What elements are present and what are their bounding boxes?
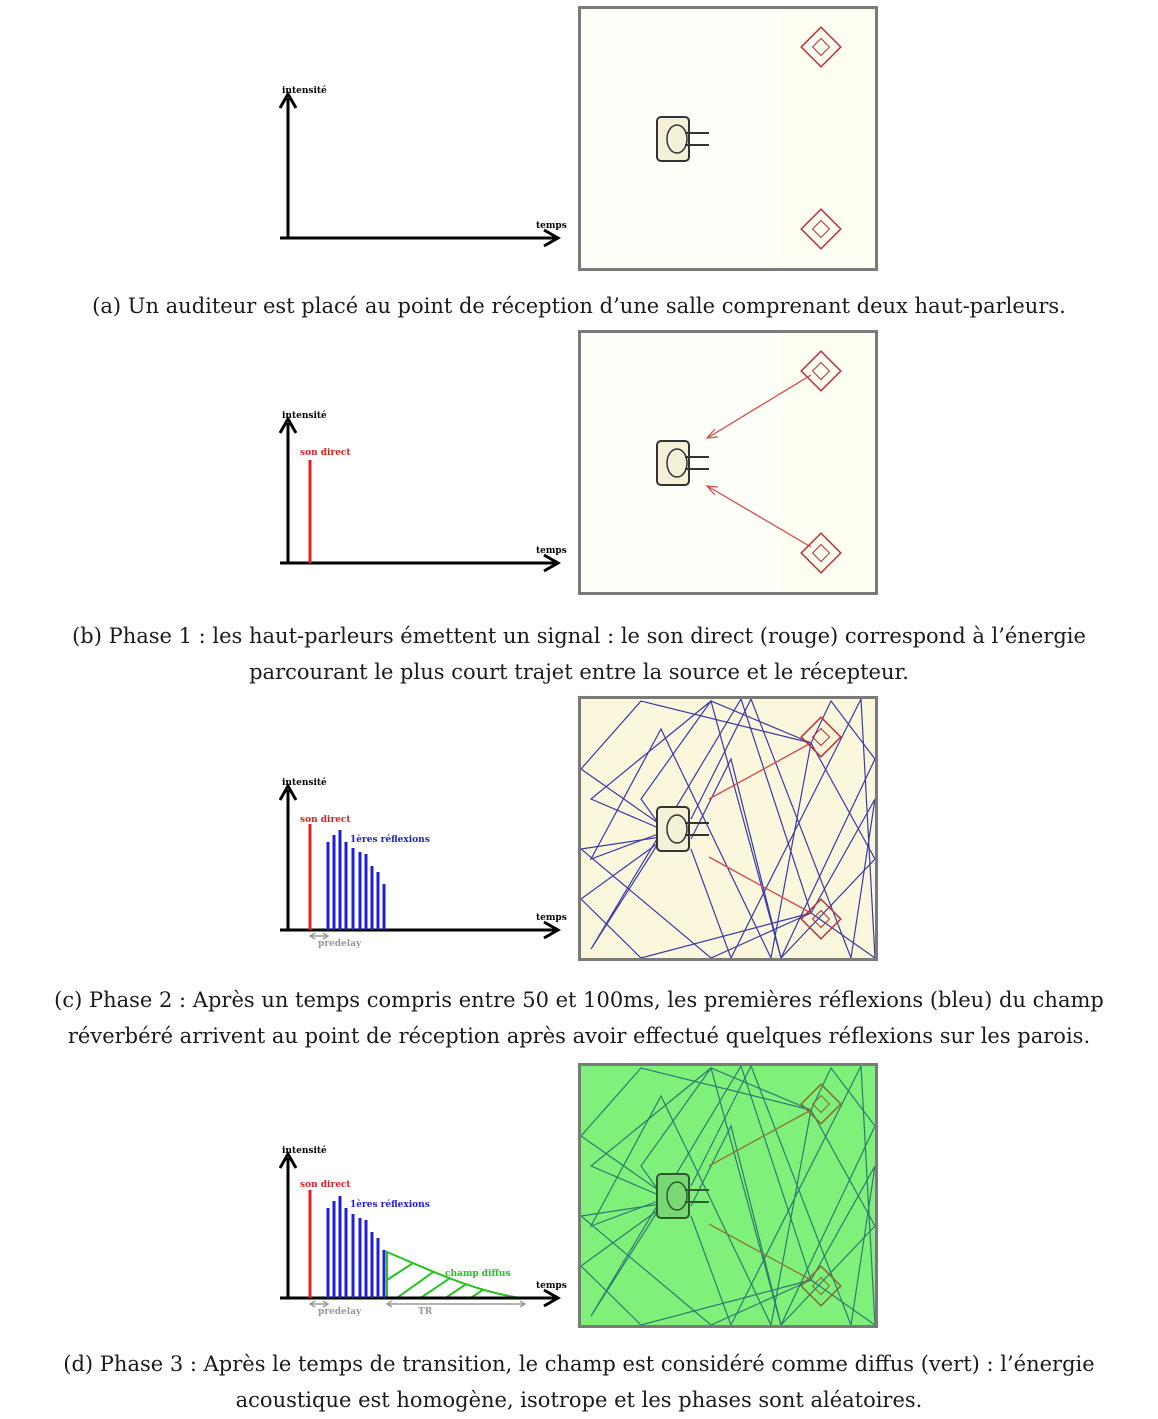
caption-d-line-1: (d) Phase 3 : Après le temps de transiti… <box>63 1352 1095 1376</box>
y-axis-label: intensité <box>282 777 327 788</box>
speaker-top-icon <box>800 716 842 758</box>
caption-c-line-2: réverbéré arrivent au point de réception… <box>67 1024 1091 1048</box>
diffuse-label: champ diffus <box>445 1269 511 1279</box>
caption-c-line-1: (c) Phase 2 : Après un temps compris ent… <box>54 988 1104 1012</box>
direct-sound-label: son direct <box>300 815 351 825</box>
early-reflections <box>326 830 386 930</box>
room-plan-b <box>578 330 878 595</box>
caption-d: (d) Phase 3 : Après le temps de transiti… <box>0 1346 1158 1418</box>
early-reflections <box>326 1196 386 1298</box>
speaker-top-icon <box>800 26 842 68</box>
x-axis-label: temps <box>536 913 567 923</box>
listener-icon <box>656 806 709 852</box>
speaker-top-icon <box>800 350 842 392</box>
predelay-label: predelay <box>318 939 362 949</box>
graph-b: intensité temps son direct <box>270 405 570 575</box>
tr-label: TR <box>418 1307 433 1317</box>
reflection-rays <box>581 1066 875 1325</box>
caption-b-line-1: (b) Phase 1 : les haut-parleurs émettent… <box>72 624 1086 648</box>
y-axis-label: intensité <box>282 1145 327 1156</box>
graph-d: intensité temps son direct 1ères réflexi… <box>270 1140 570 1322</box>
room-plan-c <box>578 696 878 961</box>
caption-a: (a) Un auditeur est placé au point de ré… <box>92 294 1066 318</box>
caption-b-line-2: parcourant le plus court trajet entre la… <box>249 660 909 684</box>
reflections-label: 1ères réflexions <box>350 834 430 845</box>
x-axis-label: temps <box>536 546 567 556</box>
speaker-top-icon <box>800 1083 842 1125</box>
room-plan-d <box>578 1063 878 1328</box>
direct-sound-label: son direct <box>300 1180 351 1190</box>
speaker-bottom-icon <box>800 898 842 940</box>
reflections-label: 1ères réflexions <box>350 1199 430 1210</box>
caption-b: (b) Phase 1 : les haut-parleurs émettent… <box>0 618 1158 690</box>
speaker-bottom-icon <box>800 532 842 574</box>
room-plan-a <box>578 6 878 271</box>
x-axis-label: temps <box>536 1281 567 1291</box>
listener-icon <box>656 440 709 486</box>
listener-icon <box>656 1173 709 1219</box>
direct-sound-label: son direct <box>300 448 351 458</box>
speaker-bottom-icon <box>800 208 842 250</box>
y-axis-label: intensité <box>282 410 327 421</box>
reflection-rays <box>581 699 875 958</box>
x-axis-label: temps <box>536 221 567 231</box>
caption-c: (c) Phase 2 : Après un temps compris ent… <box>0 982 1158 1054</box>
y-axis-label: intensité <box>282 85 327 96</box>
graph-c: intensité temps son direct 1ères réflexi… <box>270 772 570 950</box>
predelay-label: predelay <box>318 1307 362 1317</box>
speaker-bottom-icon <box>800 1265 842 1307</box>
caption-d-line-2: acoustique est homogène, isotrope et les… <box>235 1388 923 1412</box>
listener-icon <box>656 116 709 162</box>
graph-a: intensité temps <box>270 80 570 250</box>
